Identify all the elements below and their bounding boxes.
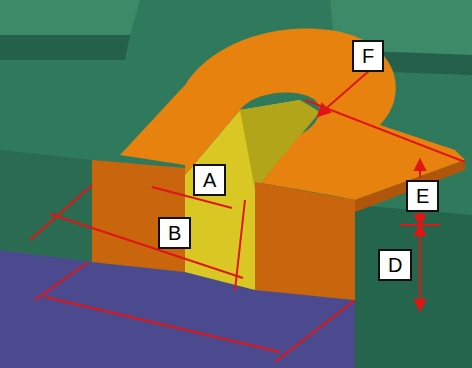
block-face: [0, 35, 130, 60]
extension-line: [275, 300, 355, 362]
ledge-face: [355, 205, 472, 368]
arrowhead: [415, 225, 425, 235]
leg-face: [92, 160, 185, 272]
arrowhead: [415, 300, 425, 310]
dimension-line: [45, 297, 280, 352]
callout-letter: D: [378, 249, 412, 281]
leg-face: [255, 182, 355, 300]
callout-letter: A: [193, 164, 226, 196]
ledge-face: [0, 150, 92, 262]
dimension-line: [305, 100, 465, 162]
callout-letter: B: [158, 217, 191, 249]
block-top: [0, 0, 140, 35]
callout-letter: F: [352, 40, 384, 72]
callout-letter: E: [406, 180, 439, 212]
arrowhead: [415, 160, 425, 170]
arrowhead: [318, 104, 330, 116]
extension-line: [35, 262, 88, 300]
extension-line: [30, 185, 92, 240]
part-edge: [355, 160, 465, 212]
leader-line: [322, 70, 370, 112]
